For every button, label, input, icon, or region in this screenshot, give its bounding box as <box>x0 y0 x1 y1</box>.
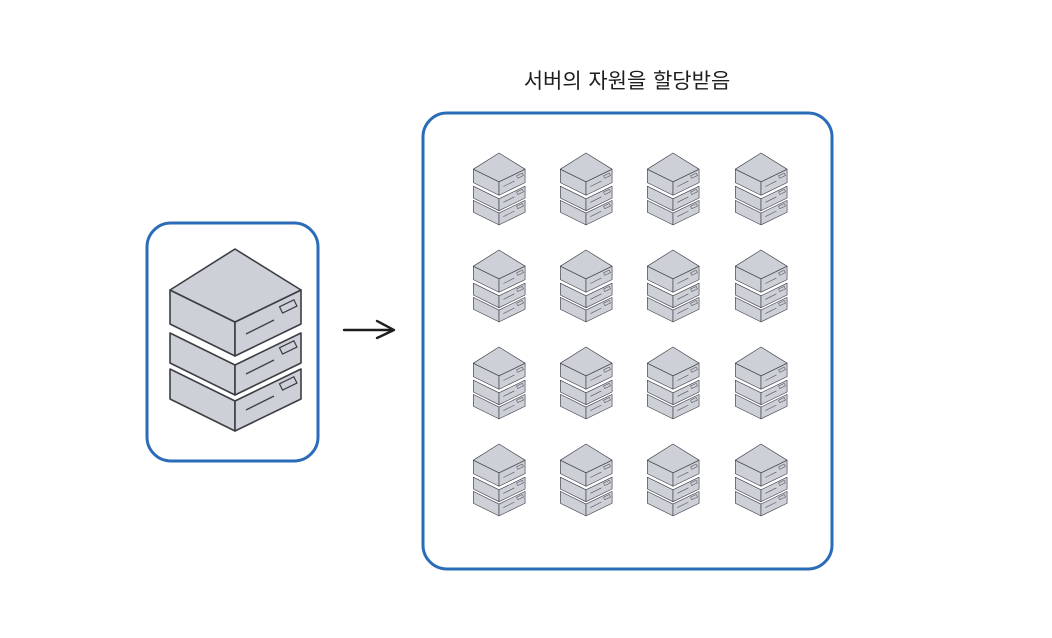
pool-server-icon <box>473 152 526 226</box>
pool-server-icon <box>647 443 700 517</box>
pool-server-icon <box>735 152 788 226</box>
pool-server-icon <box>647 152 700 226</box>
pool-server-icon <box>473 443 526 517</box>
allocation-arrow-icon <box>342 319 396 340</box>
pool-server-icon <box>473 346 526 420</box>
pool-server-icon <box>560 346 613 420</box>
pool-server-icon <box>560 249 613 323</box>
pool-server-icon <box>560 152 613 226</box>
server-pool-grid <box>473 152 788 517</box>
server-pool-frame <box>421 111 834 571</box>
pool-server-icon <box>735 443 788 517</box>
source-server-frame <box>145 221 320 463</box>
diagram-caption: 서버의 자원을 할당받음 <box>524 69 731 93</box>
pool-server-icon <box>647 346 700 420</box>
pool-server-icon <box>647 249 700 323</box>
pool-server-icon <box>473 249 526 323</box>
pool-server-icon <box>560 443 613 517</box>
pool-server-icon <box>735 346 788 420</box>
pool-server-icon <box>735 249 788 323</box>
source-server-icon <box>169 248 302 432</box>
